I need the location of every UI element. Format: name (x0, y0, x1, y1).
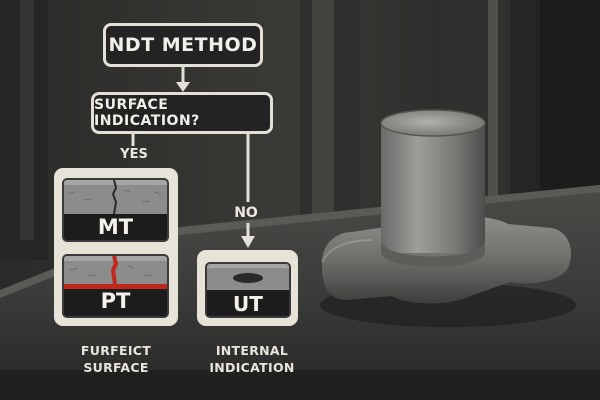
arrowhead-down-icon (241, 236, 255, 248)
dye-layer (64, 284, 167, 289)
surface-indication-label: SURFACE INDICATION? (94, 97, 200, 129)
arrowhead-down-icon (176, 82, 190, 92)
ut-method-card: UT (205, 262, 291, 318)
internal-caption: INTERNAL INDICATION (198, 342, 306, 376)
dye-crack-line (110, 256, 119, 285)
surface-caption-line2: SURFACE (83, 360, 149, 375)
metal-hub-casting (320, 109, 576, 327)
ut-void-illustration (207, 264, 289, 316)
internal-void (233, 273, 263, 283)
crack-line (111, 180, 118, 215)
surface-indication-decision-box: SURFACE INDICATION? (91, 92, 273, 134)
internal-caption-line1: INTERNAL (215, 343, 289, 358)
no-branch-label: NO (234, 205, 258, 221)
pt-label: PT (100, 289, 131, 313)
ndt-method-box: NDT METHOD (103, 23, 263, 67)
surface-caption: FURFEICT SURFACE (66, 342, 166, 376)
flow-arrowheads (176, 82, 255, 248)
mt-label: MT (97, 215, 134, 239)
yes-branch-label: YES (120, 147, 148, 162)
ndt-method-label: NDT METHOD (108, 34, 258, 56)
mt-crack-illustration (64, 180, 167, 240)
flow-connectors (131, 67, 250, 238)
internal-caption-line2: INDICATION (209, 360, 295, 375)
mt-method-card: MT (62, 178, 169, 242)
surface-caption-line1: FURFEICT (80, 343, 152, 358)
ut-label: UT (233, 292, 263, 316)
pt-method-card: PT (62, 254, 169, 318)
pt-dye-illustration (64, 256, 167, 316)
